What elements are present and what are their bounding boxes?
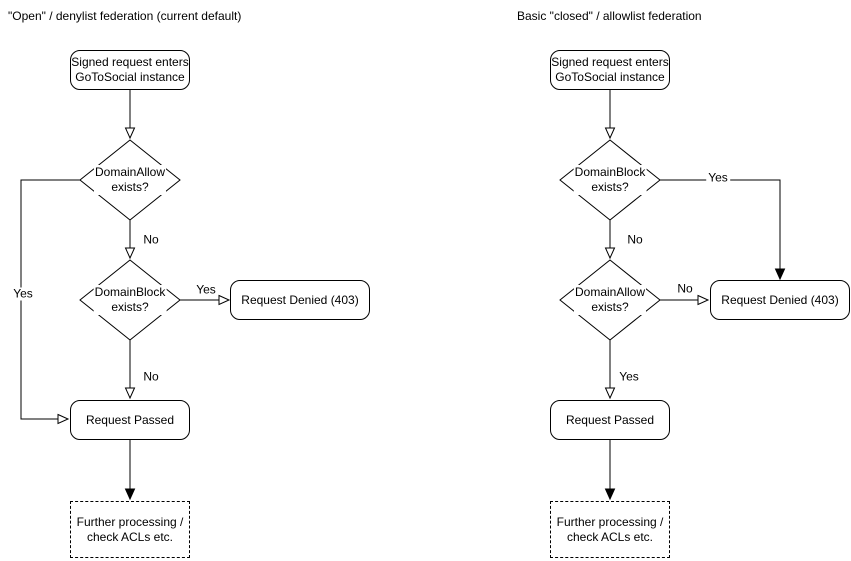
right-start-node: Signed request enters GoToSocial instanc… — [550, 50, 670, 90]
right-decision2-yes-label: Yes — [617, 369, 641, 384]
left-request-denied-node: Request Denied (403) — [230, 280, 370, 320]
edge-right-decision1-yes — [660, 179, 786, 281]
left-decision2-label: DomainBlock exists? — [93, 285, 167, 315]
right-further-processing-node: Further processing / check ACLs etc. — [550, 501, 670, 558]
right-decision1-no-label: No — [625, 232, 645, 247]
left-request-passed-node: Request Passed — [70, 400, 190, 440]
left-start-node: Signed request enters GoToSocial instanc… — [70, 50, 190, 90]
right-request-passed-node: Request Passed — [550, 400, 670, 440]
right-request-denied-node: Request Denied (403) — [710, 280, 850, 320]
left-decision2-no-label: No — [141, 369, 161, 384]
right-decision1-label: DomainBlock exists? — [573, 165, 647, 195]
left-decision1-label: DomainAllow exists? — [93, 165, 167, 195]
left-further-processing-node: Further processing / check ACLs etc. — [70, 501, 190, 558]
right-decision2-label: DomainAllow exists? — [573, 285, 647, 315]
left-decision1-yes-label: Yes — [11, 286, 35, 301]
right-decision1-yes-label: Yes — [706, 170, 730, 185]
right-chart-title: Basic "closed" / allowlist federation — [517, 9, 702, 23]
left-decision2-yes-label: Yes — [194, 282, 218, 297]
right-decision2-no-label: No — [675, 281, 695, 296]
left-chart-title: "Open" / denylist federation (current de… — [8, 9, 242, 23]
left-decision1-no-label: No — [141, 232, 161, 247]
